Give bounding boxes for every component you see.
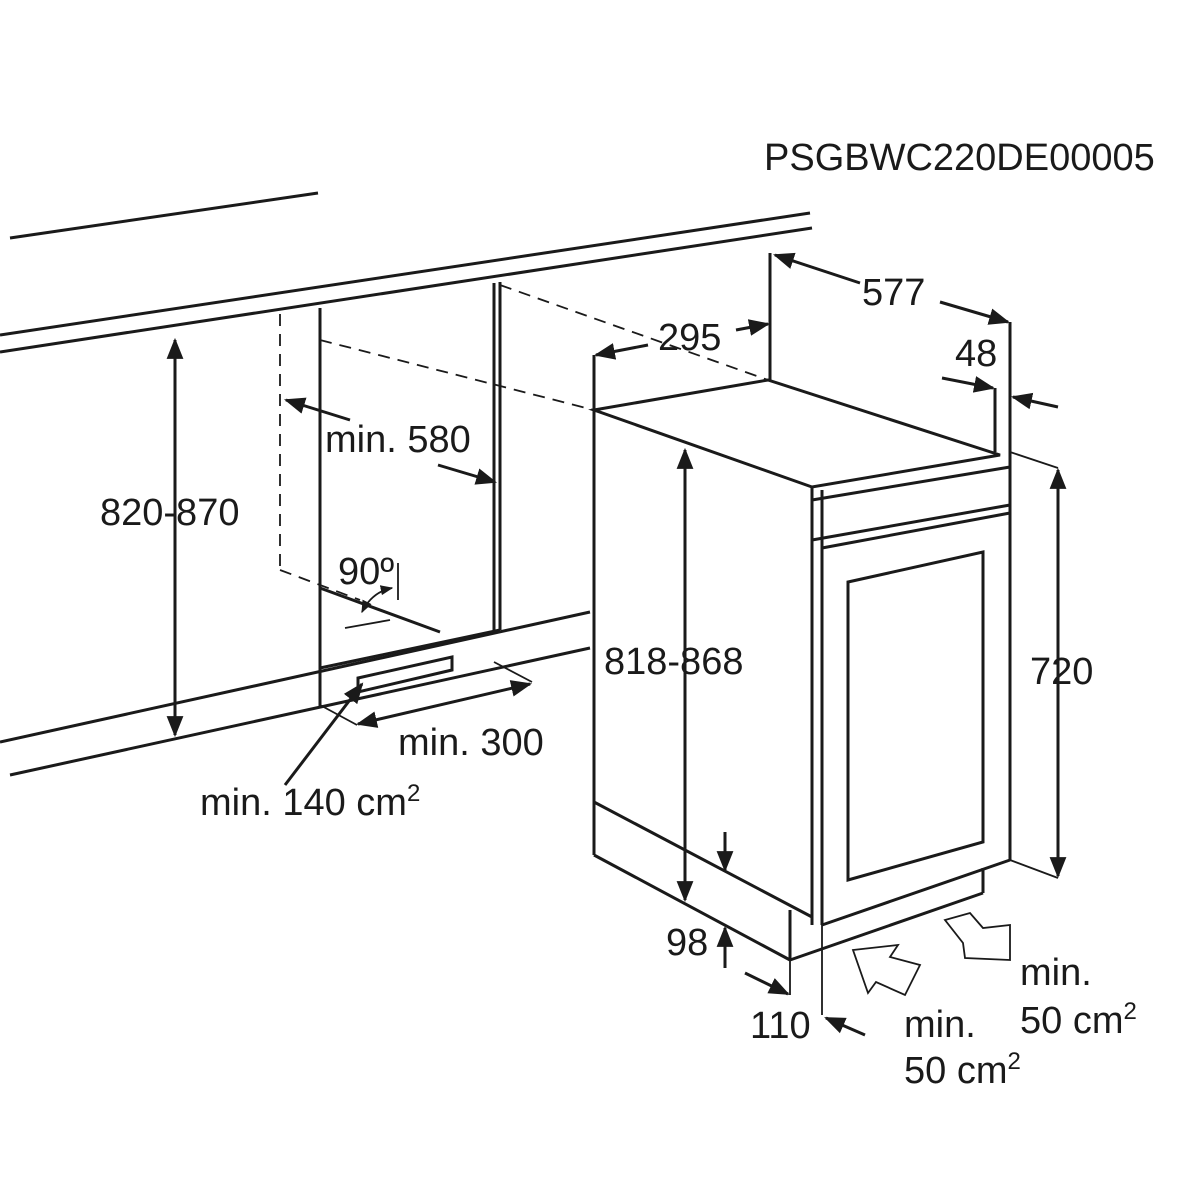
wine-cooler-appliance [588, 378, 1012, 962]
kitchen-cabinets [0, 191, 813, 777]
vent-area-label: min. 140 cm2 [200, 780, 420, 824]
dimension-lines-niche [166, 337, 533, 786]
door-height-label: 720 [1030, 651, 1093, 693]
plinth-height-label: 98 [666, 922, 708, 964]
product-code: PSGBWC220DE00005 [764, 137, 1155, 179]
door-offset-label: 48 [955, 333, 997, 375]
airflow-outlet-arrow-icon [943, 911, 1011, 961]
inlet-area-label-line2: 50 cm2 [904, 1048, 1021, 1092]
depth-label: 577 [862, 272, 925, 314]
vent-length-label: min. 300 [398, 722, 544, 764]
outlet-area-label-line1: min. [1020, 952, 1092, 994]
width-label: 295 [658, 317, 721, 359]
inlet-area-label-line1: min. [904, 1004, 976, 1046]
outlet-area-label-line2: 50 cm2 [1020, 998, 1137, 1042]
appliance-height-label: 818-868 [604, 641, 743, 683]
niche-height-label: 820-870 [100, 492, 239, 534]
niche-width-label: min. 580 [325, 419, 471, 461]
plinth-depth-label: 110 [750, 1005, 811, 1047]
dimension-lines-appliance [592, 252, 1067, 1037]
door-angle-label: 90º [338, 551, 394, 593]
airflow-inlet-arrow-icon [851, 943, 922, 997]
